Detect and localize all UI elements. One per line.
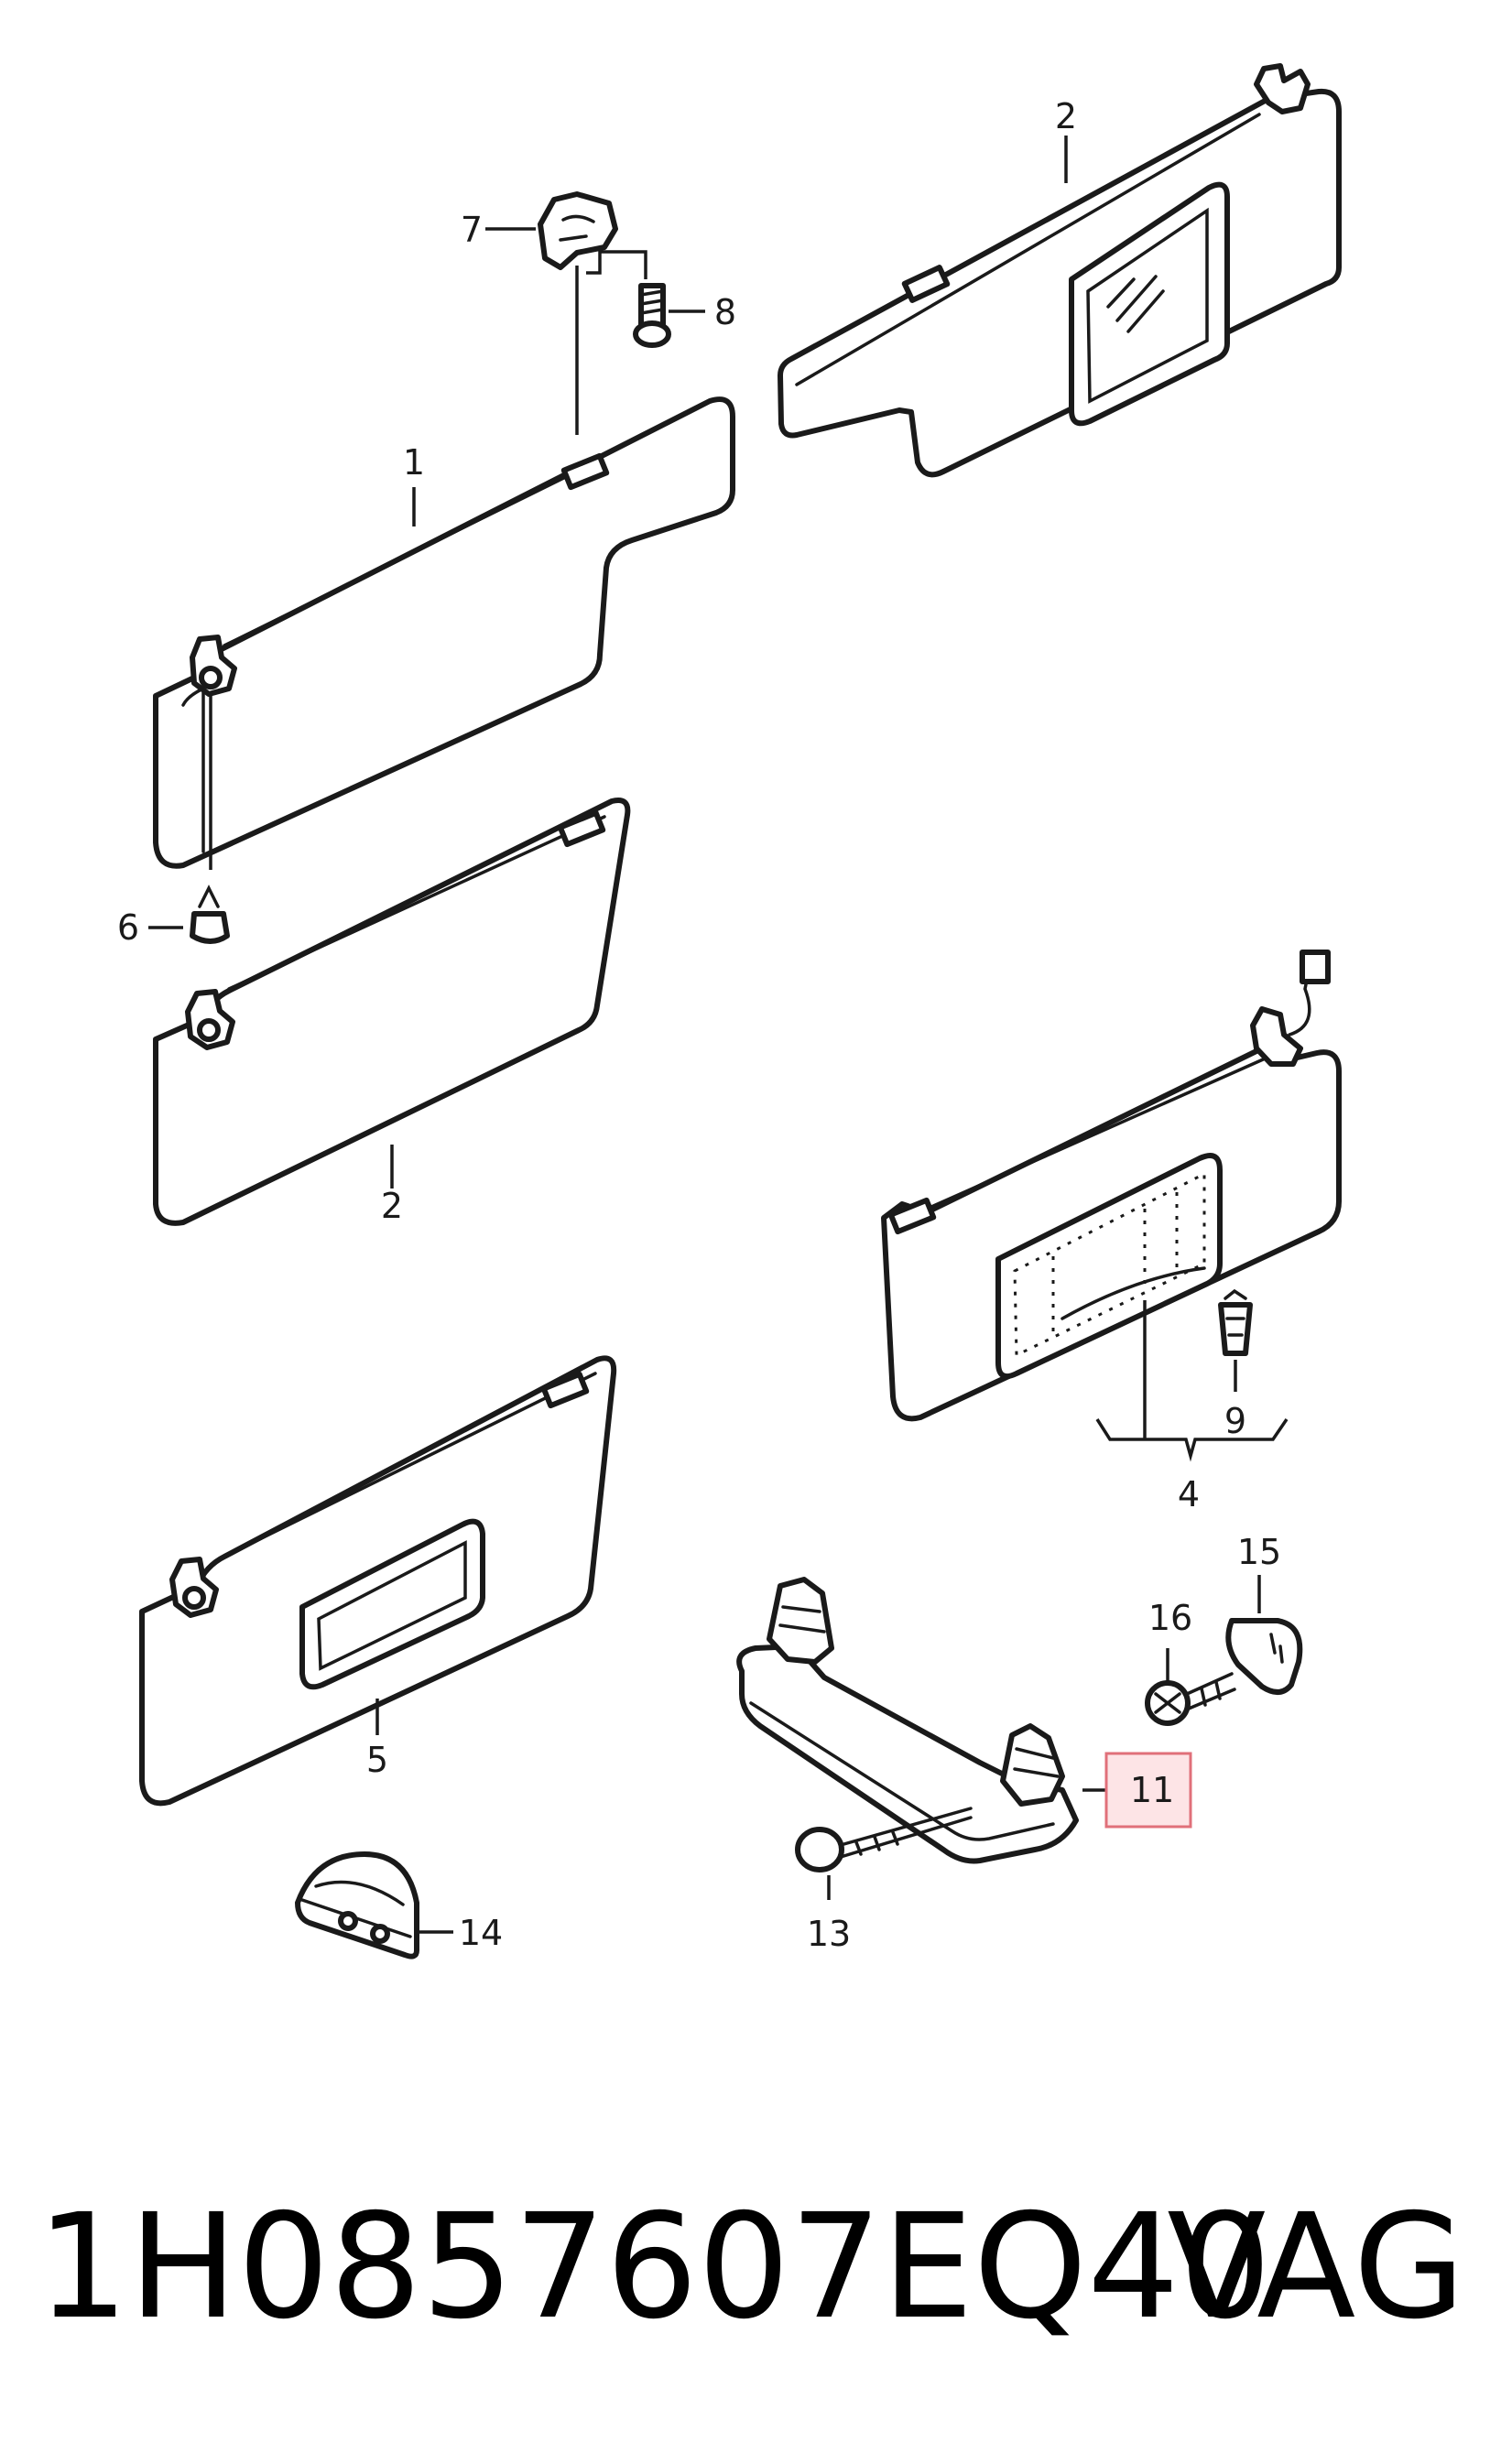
sun-visor-part-1 xyxy=(153,396,735,870)
screw-part-13 xyxy=(795,1807,973,1900)
callout-7: 7 xyxy=(461,210,483,250)
callout-16: 16 xyxy=(1148,1598,1192,1638)
callout-11-highlight xyxy=(1104,1752,1192,1829)
callout-13: 13 xyxy=(807,1914,851,1954)
illuminated-sun-visor-part-4 xyxy=(881,950,1342,1462)
brand-label: VAG xyxy=(1167,2183,1465,2351)
callout-9: 9 xyxy=(1224,1401,1246,1441)
sun-visor-part-5 xyxy=(139,1355,617,1807)
callout-4: 4 xyxy=(1178,1474,1200,1514)
mounting-clip-part-7 xyxy=(538,191,647,435)
sun-visor-part-2-top xyxy=(778,63,1342,478)
callout-6: 6 xyxy=(117,907,139,948)
callout-2-top: 2 xyxy=(1055,96,1077,136)
callout-5: 5 xyxy=(366,1740,388,1780)
callout-2-middle: 2 xyxy=(381,1186,403,1226)
retaining-clip-part-6 xyxy=(190,885,230,944)
callout-11: 11 xyxy=(1130,1770,1174,1810)
callout-15: 15 xyxy=(1237,1532,1281,1572)
holder-part-14 xyxy=(295,1851,453,1959)
screw-part-8 xyxy=(633,283,671,348)
screw-part-16 xyxy=(1145,1648,1236,1726)
callout-1: 1 xyxy=(403,442,425,483)
callout-8: 8 xyxy=(714,292,736,332)
callout-14: 14 xyxy=(459,1913,503,1953)
sun-visor-part-2-middle xyxy=(153,798,631,1226)
grab-handle-part-11 xyxy=(736,1577,1079,1864)
bulb-part-9 xyxy=(1218,1288,1253,1392)
cover-cap-part-15 xyxy=(1225,1575,1303,1695)
part-number: 1H0857607EQ40 xyxy=(37,2183,1271,2351)
